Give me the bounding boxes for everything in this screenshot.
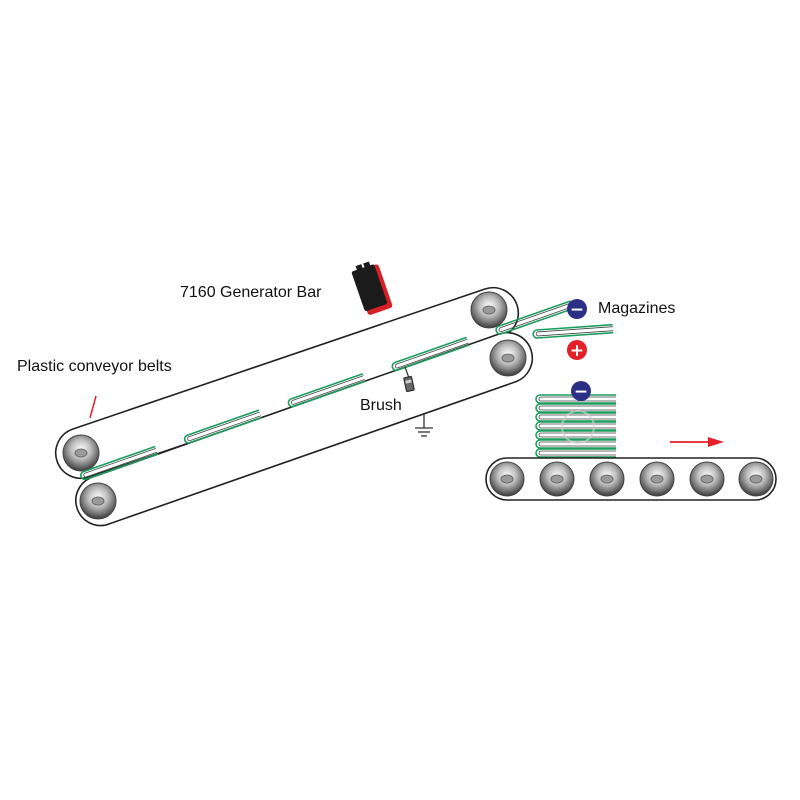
output-roller-1 (489, 461, 525, 497)
stack-magazine-6 (535, 439, 617, 449)
falling-magazine-shape (532, 323, 615, 340)
magazine-stack (535, 394, 617, 458)
output-roller-2 (539, 461, 575, 497)
stack-negative-charge: − (571, 381, 591, 402)
belt-pointer-line (89, 395, 97, 419)
falling-magazine (532, 323, 615, 340)
svg-text:−: − (574, 382, 588, 402)
stack-magazine-7 (535, 448, 617, 458)
output-roller-3 (589, 461, 625, 497)
svg-text:+: + (570, 341, 584, 361)
brush-icon (403, 366, 415, 392)
svg-text:−: − (570, 300, 584, 320)
magazines-label: Magazines (598, 300, 675, 317)
upper-right-roller (470, 291, 508, 329)
stack-magazine-4 (535, 421, 617, 431)
ground-symbol-icon (415, 414, 433, 437)
output-roller-6 (738, 461, 774, 497)
generator-bar-icon (351, 261, 393, 315)
magazine-positive-charge: + (567, 340, 587, 361)
output-roller-conveyor (485, 457, 777, 501)
lower-conveyor-belt (75, 331, 534, 527)
stack-magazine-3 (535, 412, 617, 422)
generator-bar-label: 7160 Generator Bar (180, 284, 322, 301)
brush-label: Brush (360, 397, 402, 414)
lower-right-roller (489, 339, 527, 377)
output-roller-5 (689, 461, 725, 497)
lower-left-roller (79, 482, 117, 520)
right-arrow-icon (670, 437, 724, 447)
stack-magazine-5 (535, 430, 617, 440)
upper-left-roller (62, 434, 100, 472)
magazine-negative-charge: − (567, 299, 587, 320)
output-roller-4 (639, 461, 675, 497)
conveyor-belts-label: Plastic conveyor belts (17, 358, 172, 375)
